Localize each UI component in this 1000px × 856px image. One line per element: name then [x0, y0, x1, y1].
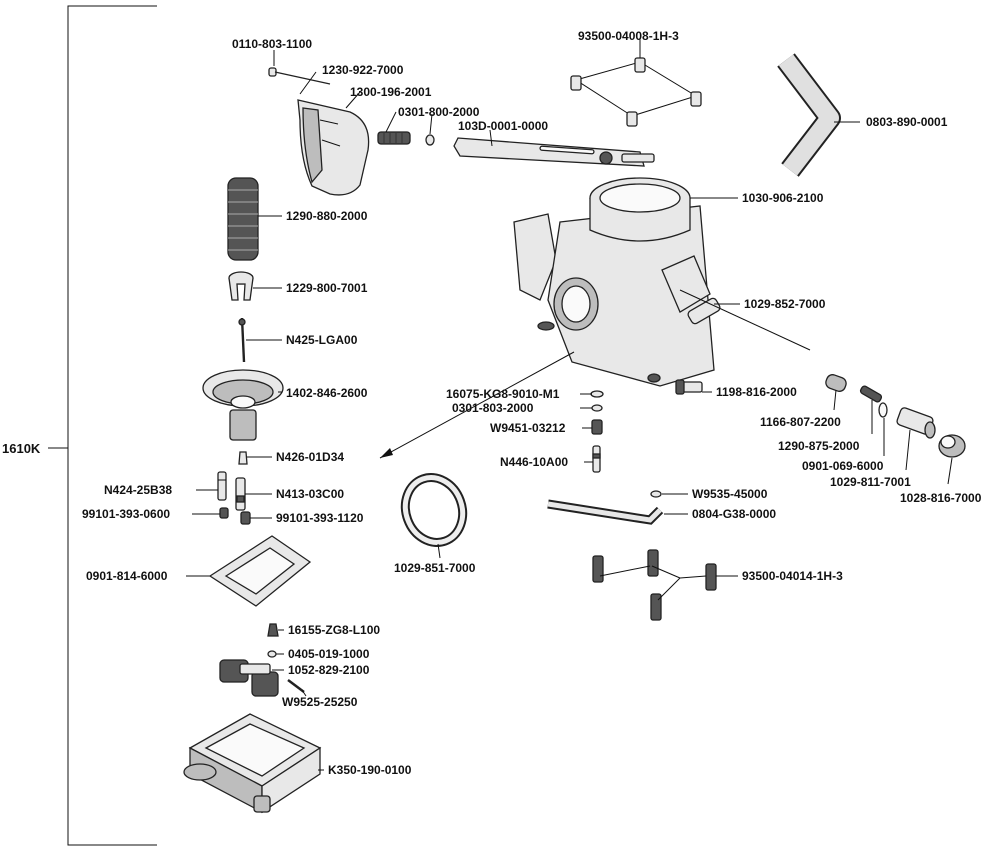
label-103D-0001-0000: 103D-0001-0000 [458, 119, 548, 133]
screw-set-93500-04014 [592, 549, 717, 621]
o-ring-0901-069 [878, 402, 888, 418]
choke-spring-1290-875 [859, 385, 883, 403]
label-1290-880-2000: 1290-880-2000 [286, 209, 368, 223]
label-1402-846-2600: 1402-846-2600 [286, 386, 368, 400]
label-W9525-25250: W9525-25250 [282, 695, 358, 709]
jet-part-n424 [217, 471, 227, 501]
bowl-gasket-part [208, 535, 312, 607]
label-W9451-03212: W9451-03212 [490, 421, 566, 435]
label-1029-811-7001: 1029-811-7001 [830, 475, 911, 489]
tiny-nut-part [425, 134, 435, 146]
vent-hose-part [777, 53, 841, 177]
small-spring-part [377, 131, 411, 145]
top-cover-part [297, 99, 370, 196]
label-0405-019-1000: 0405-019-1000 [288, 647, 370, 661]
label-1052-829-2100: 1052-829-2100 [288, 663, 370, 677]
label-0110-803-1100: 0110-803-1100 [232, 37, 312, 51]
label-93500-04008-1H-3: 93500-04008-1H-3 [578, 29, 679, 43]
label-0901-069-6000: 0901-069-6000 [802, 459, 884, 473]
label-1030-906-2100: 1030-906-2100 [742, 191, 824, 205]
label-16075-KG8-9010-M1: 16075-KG8-9010-M1 [446, 387, 560, 401]
label-1198-816-2000: 1198-816-2000 [716, 385, 797, 399]
label-N426-01D34: N426-01D34 [276, 450, 344, 464]
leader-lines [186, 38, 953, 771]
float-part [219, 659, 279, 697]
float-pin-part [267, 650, 277, 658]
small-jet-part-n426 [238, 451, 248, 465]
label-1028-816-7000: 1028-816-7000 [900, 491, 982, 505]
label-1029-851-7000: 1029-851-7000 [394, 561, 476, 575]
jet-part-n413 [235, 477, 246, 511]
choke-plunger-1166 [825, 374, 847, 392]
label-1029-852-7000: 1029-852-7000 [744, 297, 826, 311]
label-W9535-45000: W9535-45000 [692, 487, 768, 501]
label-N424-25B38: N424-25B38 [104, 483, 172, 497]
label-0301-803-2000: 0301-803-2000 [452, 401, 534, 415]
idle-screw-stack [590, 390, 604, 473]
label-1229-800-7001: 1229-800-7001 [286, 281, 368, 295]
drain-hose-part [547, 490, 664, 525]
screw-set-93500-04008 [570, 57, 702, 127]
intake-ring-part [400, 473, 468, 547]
jet-needle-part [238, 317, 246, 363]
label-1290-875-2000: 1290-875-2000 [778, 439, 860, 453]
jet-part-99101-1120 [240, 511, 251, 525]
float-pin-w9525 [287, 679, 305, 693]
label-N413-03C00: N413-03C00 [276, 487, 344, 501]
float-bowl-part [183, 713, 322, 814]
label-93500-04014-1H-3: 93500-04014-1H-3 [742, 569, 843, 583]
label-N425-LGA00: N425-LGA00 [286, 333, 358, 347]
label-1166-807-2200: 1166-807-2200 [760, 415, 841, 429]
assembly-code-label: 1610K [2, 441, 41, 456]
label-0301-800-2000: 0301-800-2000 [398, 105, 480, 119]
label-99101-393-1120: 99101-393-1120 [276, 511, 364, 525]
choke-cap-1028-816 [938, 434, 966, 458]
throttle-bracket-part [453, 137, 655, 167]
needle-holder-part [228, 271, 254, 301]
choke-nut-1029-811 [896, 407, 936, 439]
screw-part-0110 [268, 67, 331, 85]
assembly-bracket [48, 5, 157, 846]
jet-part-99101-0600 [219, 507, 229, 519]
diaphragm-slide-part [202, 369, 284, 441]
float-valve-part [267, 623, 279, 637]
label-0804-G38-0000: 0804-G38-0000 [692, 507, 776, 521]
label-N446-10A00: N446-10A00 [500, 455, 568, 469]
part-labels: 0110-803-1100 1230-922-7000 1300-196-200… [82, 29, 982, 777]
screw-part-1198 [675, 379, 703, 395]
carburetor-body-part [513, 177, 721, 387]
label-16155-ZG8-L100: 16155-ZG8-L100 [288, 623, 380, 637]
label-K350-190-0100: K350-190-0100 [328, 763, 412, 777]
label-99101-393-0600: 99101-393-0600 [82, 507, 170, 521]
label-1230-922-7000: 1230-922-7000 [322, 63, 404, 77]
label-0901-814-6000: 0901-814-6000 [86, 569, 168, 583]
label-1300-196-2001: 1300-196-2001 [350, 85, 432, 99]
big-spring-part [227, 177, 259, 261]
label-0803-890-0001: 0803-890-0001 [866, 115, 948, 129]
